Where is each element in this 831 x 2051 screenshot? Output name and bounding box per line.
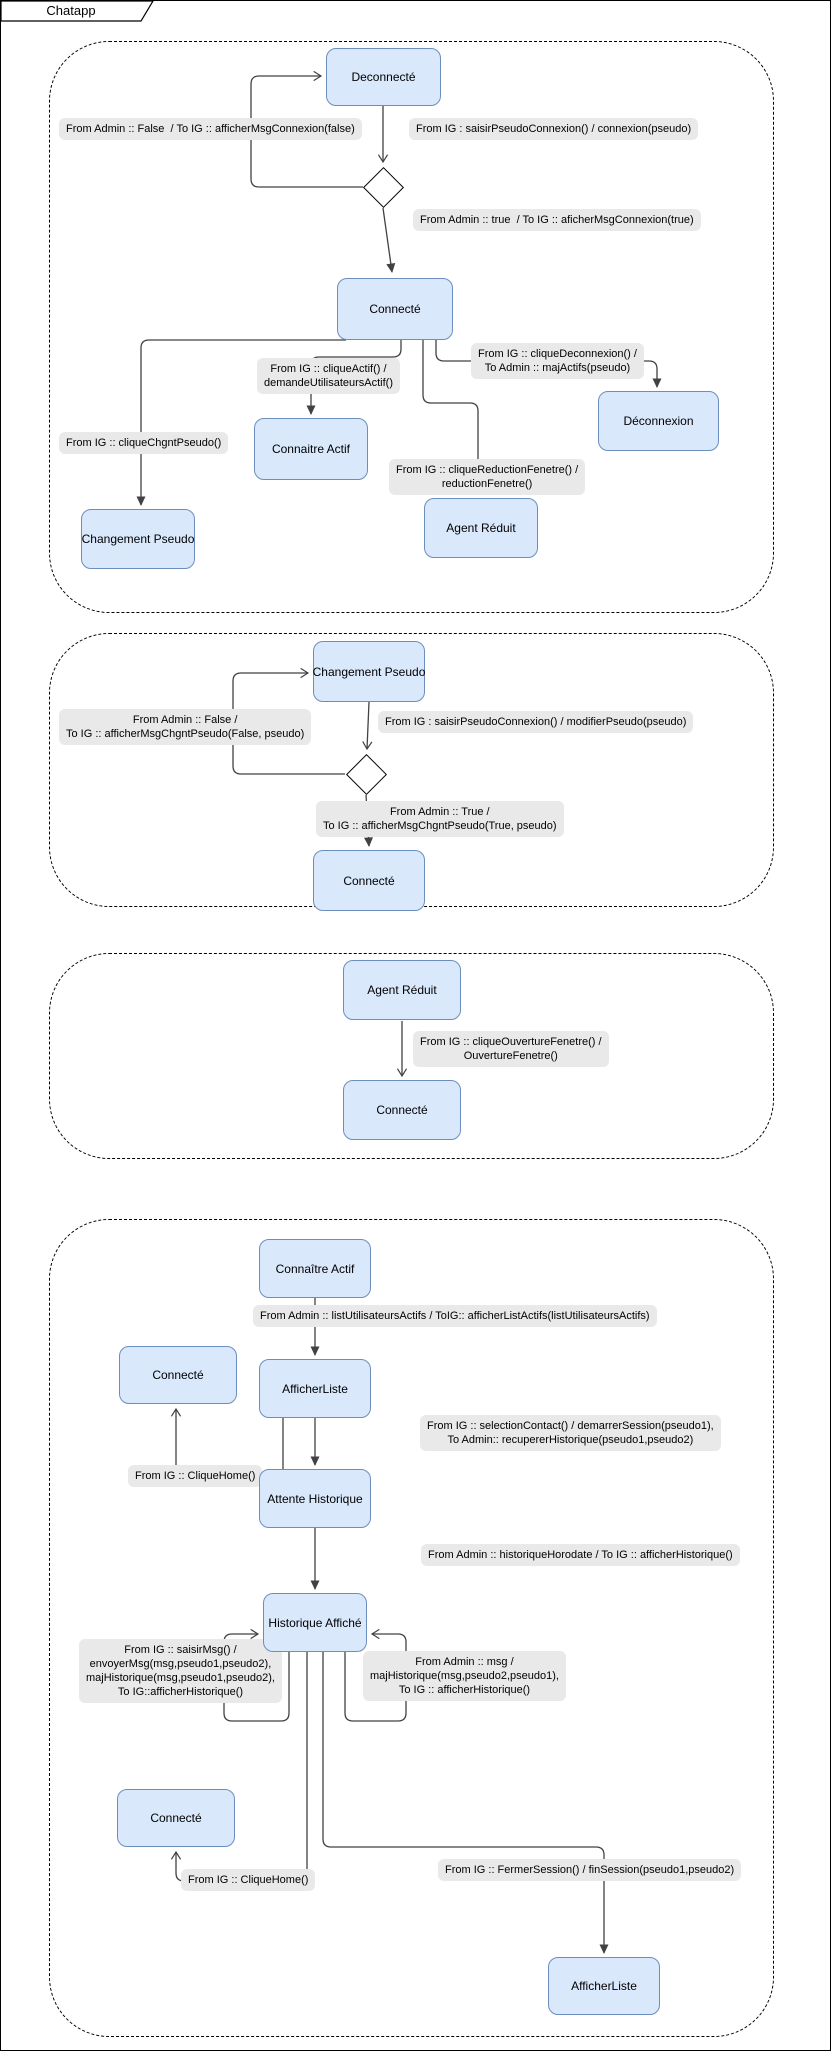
state-changement-pseudo-1: Changement Pseudo [81, 509, 195, 569]
state-agent-reduit-2: Agent Réduit [343, 960, 461, 1020]
state-connecte-1: Connecté [337, 278, 453, 340]
edge-connecte-to-agent-reduit [422, 340, 483, 495]
edge-label-fermer-session: From IG :: FermerSession() / finSession(… [438, 1859, 742, 1881]
state-afficherliste-1: AfficherListe [259, 1359, 371, 1418]
edge-label-clique-home-1: From IG :: CliqueHome() [128, 1465, 263, 1487]
frame-title: Chatapp [46, 3, 96, 18]
region-historique [49, 1219, 774, 2037]
state-deconnexion: Déconnexion [598, 391, 719, 451]
frame-tab-shape [1, 1, 154, 22]
edge-label-maj-historique-msg: From Admin :: msg / majHistorique(msg,ps… [363, 1651, 566, 1701]
edge-label-clique-ouverture-fenetre: From IG :: cliqueOuvertureFenetre() / Ou… [413, 1031, 609, 1067]
state-afficherliste-2: AfficherListe [548, 1957, 660, 2015]
edge-historique-self-loop-left [223, 1628, 290, 1722]
state-changement-pseudo-2: Changement Pseudo [313, 641, 425, 702]
state-connaitre-actif-1: Connaitre Actif [254, 418, 368, 480]
region-agent-reduit [49, 953, 774, 1159]
edge-historique-to-afficherliste2 [322, 1652, 609, 1954]
edge-connecte-to-changement-pseudo [136, 339, 346, 506]
state-deconnecte: Deconnecté [326, 48, 441, 106]
edge-label-selection-contact: From IG :: selectionContact() / demarrer… [420, 1415, 721, 1451]
edge-label-afficher-msg-chgnt-false: From Admin :: False / To IG :: afficherM… [59, 709, 312, 745]
edge-changement-pseudo-to-choice2 [362, 701, 373, 751]
edge-label-clique-home-2: From IG :: CliqueHome() [181, 1869, 316, 1891]
edge-label-afficher-msg-connexion-false: From Admin :: False / To IG :: afficherM… [59, 118, 362, 140]
edge-label-historique-horodate: From Admin :: historiqueHorodate / To IG… [421, 1544, 740, 1566]
state-attente-historique: Attente Historique [259, 1469, 371, 1528]
edge-label-clique-actif: From IG :: cliqueActif() / demandeUtilis… [257, 358, 400, 394]
edge-label-afficher-msg-chgnt-true: From Admin :: True / To IG :: afficherMs… [316, 801, 564, 837]
state-connecte-2: Connecté [313, 850, 425, 911]
state-connecte-4: Connecté [119, 1346, 237, 1404]
edge-historique-self-loop-right [344, 1628, 407, 1722]
edge-label-clique-reduction-fenetre: From IG :: cliqueReductionFenetre() / re… [389, 459, 586, 495]
edge-label-clique-deconnexion: From IG :: cliqueDeconnexion() / To Admi… [471, 343, 644, 379]
edge-label-modifier-pseudo: From IG : saisirPseudoConnexion() / modi… [378, 711, 694, 733]
edge-label-saisir-msg: From IG :: saisirMsg() / envoyerMsg(msg,… [79, 1639, 282, 1703]
region-connexion [49, 41, 774, 613]
edge-label-aficher-msg-connexion-true: From Admin :: true / To IG :: aficherMsg… [413, 209, 701, 231]
state-connecte-5: Connecté [117, 1789, 235, 1847]
state-agent-reduit-1: Agent Réduit [424, 498, 538, 558]
state-connaitre-actif-2: Connaître Actif [259, 1239, 371, 1298]
edge-label-saisir-pseudo-connexion: From IG : saisirPseudoConnexion() / conn… [409, 118, 699, 140]
edge-label-clique-chgnt-pseudo: From IG :: cliqueChgntPseudo() [59, 432, 229, 454]
state-historique-affiche: Historique Affiché [263, 1593, 367, 1652]
edge-label-list-utilisateurs-actifs: From Admin :: listUtilisateursActifs / T… [253, 1305, 657, 1327]
edge-choice-to-connecte [382, 207, 396, 273]
state-connecte-3: Connecté [343, 1080, 461, 1140]
